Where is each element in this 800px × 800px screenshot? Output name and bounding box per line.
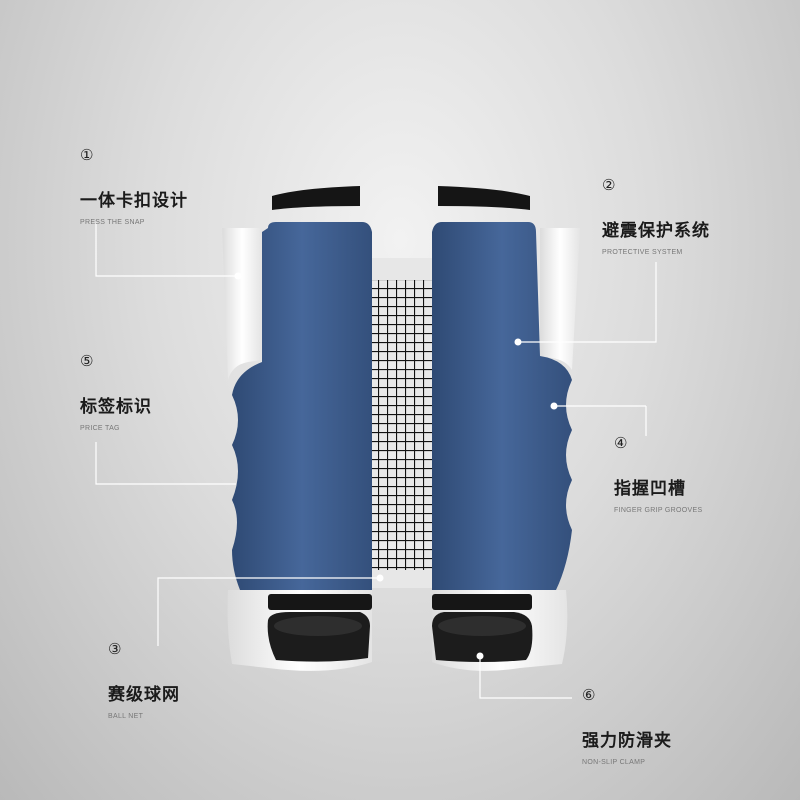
left-clamp-top — [268, 594, 372, 610]
callout-title: 避震保护系统 — [602, 221, 710, 241]
left-blue-post — [232, 222, 372, 590]
callout-subtitle: FINGER GRIP GROOVES — [614, 507, 703, 514]
callout-protective-system: ② 避震保护系统 PROTECTIVE SYSTEM — [602, 176, 710, 256]
net-top-band — [372, 258, 432, 280]
callout-subtitle: PRICE TAG — [80, 425, 120, 432]
callout-press-snap: ① 一体卡扣设计 PRESS THE SNAP — [80, 146, 188, 226]
net-mesh — [372, 280, 432, 570]
callout-non-slip-clamp: ⑥ 强力防滑夹 NON-SLIP CLAMP — [582, 686, 672, 766]
callout-number: ④ — [614, 434, 628, 452]
callout-title: 强力防滑夹 — [582, 731, 672, 751]
left-snap-cover — [272, 186, 360, 210]
callout-title: 标签标识 — [80, 397, 152, 417]
right-snap-cover — [438, 186, 530, 210]
callout-lines — [95, 222, 657, 699]
callout-number: ③ — [108, 640, 122, 658]
callout-price-tag: ⑤ 标签标识 PRICE TAG — [80, 352, 152, 432]
callout-subtitle: NON-SLIP CLAMP — [582, 759, 646, 766]
callout-dots — [234, 272, 558, 660]
callout-title: 赛级球网 — [108, 685, 180, 705]
right-clamp-top — [432, 594, 532, 610]
callout-title: 一体卡扣设计 — [80, 191, 188, 211]
callout-number: ⑤ — [80, 352, 94, 370]
net-bottom-band — [372, 570, 432, 588]
callout-subtitle: BALL NET — [108, 713, 144, 720]
left-white-shell — [222, 228, 262, 380]
right-white-shell — [540, 228, 580, 370]
right-blue-post — [432, 222, 572, 590]
callout-title: 指握凹槽 — [614, 479, 686, 499]
callout-number: ② — [602, 176, 616, 194]
callout-subtitle: PROTECTIVE SYSTEM — [602, 249, 683, 256]
callout-number: ⑥ — [582, 686, 596, 704]
callout-number: ① — [80, 146, 94, 164]
callout-finger-grip: ④ 指握凹槽 FINGER GRIP GROOVES — [614, 434, 702, 514]
callout-ball-net: ③ 赛级球网 BALL NET — [108, 640, 180, 720]
callout-subtitle: PRESS THE SNAP — [80, 219, 145, 226]
